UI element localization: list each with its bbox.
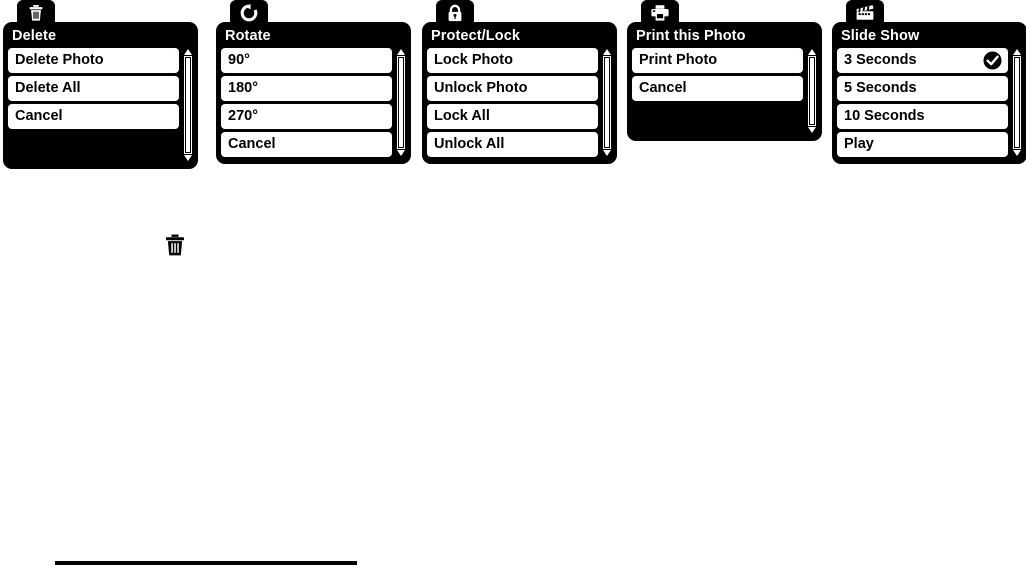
- menu-item[interactable]: Unlock All: [427, 132, 598, 157]
- scroll-up-arrow-icon[interactable]: [1013, 49, 1021, 55]
- scrollbar-track[interactable]: [184, 56, 192, 154]
- menu-body-rotate: Rotate 90° 180° 270° Cancel: [216, 22, 411, 164]
- menu-item[interactable]: 270°: [221, 104, 392, 129]
- menu-item-label: 5 Seconds: [844, 80, 917, 96]
- menu-item[interactable]: Lock Photo: [427, 48, 598, 73]
- menu-item-label: Cancel: [639, 80, 687, 96]
- footer-divider: [55, 561, 357, 565]
- menu-item-label: Unlock All: [434, 136, 505, 152]
- menu-item-label: Cancel: [228, 136, 276, 152]
- lock-icon: [444, 4, 466, 22]
- menu-item[interactable]: Delete All: [8, 76, 179, 101]
- menu-item[interactable]: Cancel: [221, 132, 392, 157]
- scroll-up-arrow-icon[interactable]: [397, 49, 405, 55]
- menu-item[interactable]: 180°: [221, 76, 392, 101]
- menu-item[interactable]: Play: [837, 132, 1008, 157]
- menu-empty-space: [632, 104, 803, 134]
- scroll-down-arrow-icon[interactable]: [808, 127, 816, 133]
- trash-icon: [25, 4, 47, 22]
- menu-title-delete: Delete: [12, 28, 57, 44]
- scroll-up-arrow-icon[interactable]: [603, 49, 611, 55]
- menu-tab-rotate[interactable]: [230, 0, 268, 26]
- rotate-icon: [238, 4, 260, 22]
- scrollbar-track[interactable]: [808, 56, 816, 126]
- scroll-down-arrow-icon[interactable]: [603, 150, 611, 156]
- menu-item-label: 270°: [228, 108, 258, 124]
- scroll-down-arrow-icon[interactable]: [397, 150, 405, 156]
- menu-item[interactable]: Delete Photo: [8, 48, 179, 73]
- menu-scrollbar-rotate[interactable]: [396, 48, 406, 157]
- scrollbar-thumb[interactable]: [1014, 57, 1020, 148]
- menu-item-label: Lock All: [434, 108, 490, 124]
- menu-item-label: Delete All: [15, 80, 81, 96]
- menu-item-list-rotate: 90° 180° 270° Cancel: [221, 48, 392, 157]
- trash-icon: [165, 234, 185, 261]
- menu-item[interactable]: Cancel: [8, 104, 179, 129]
- menu-title-rotate: Rotate: [225, 28, 271, 44]
- scrollbar-track[interactable]: [1013, 56, 1021, 149]
- menu-item-label: 90°: [228, 52, 250, 68]
- menu-tab-delete[interactable]: [17, 0, 55, 26]
- menu-inner-rotate: 90° 180° 270° Cancel: [221, 48, 406, 157]
- scrollbar-track[interactable]: [603, 56, 611, 149]
- menu-item[interactable]: 5 Seconds: [837, 76, 1008, 101]
- clapperboard-icon: [854, 4, 876, 22]
- menu-item-label: Lock Photo: [434, 52, 513, 68]
- menu-item-label: 180°: [228, 80, 258, 96]
- menu-title-print-this-photo: Print this Photo: [636, 28, 746, 44]
- scrollbar-track[interactable]: [397, 56, 405, 149]
- menu-scrollbar-print-this-photo[interactable]: [807, 48, 817, 134]
- scroll-down-arrow-icon[interactable]: [184, 155, 192, 161]
- menu-item[interactable]: 3 Seconds: [837, 48, 1008, 73]
- menu-item-label: 3 Seconds: [844, 52, 917, 68]
- menu-item[interactable]: 10 Seconds: [837, 104, 1008, 129]
- menu-item[interactable]: Lock All: [427, 104, 598, 129]
- scroll-down-arrow-icon[interactable]: [1013, 150, 1021, 156]
- menu-empty-space: [8, 132, 179, 162]
- menu-item[interactable]: Unlock Photo: [427, 76, 598, 101]
- scrollbar-thumb[interactable]: [604, 57, 610, 148]
- scroll-up-arrow-icon[interactable]: [808, 49, 816, 55]
- menu-item-label: 10 Seconds: [844, 108, 925, 124]
- menu-scrollbar-slide-show[interactable]: [1012, 48, 1022, 157]
- menu-item[interactable]: Print Photo: [632, 48, 803, 73]
- checkmark-icon: [983, 51, 1002, 70]
- menu-tab-protect-lock[interactable]: [436, 0, 474, 26]
- menu-item-label: Unlock Photo: [434, 80, 528, 96]
- menu-tab-print-this-photo[interactable]: [641, 0, 679, 26]
- scrollbar-thumb[interactable]: [185, 57, 191, 153]
- menu-item-label: Delete Photo: [15, 52, 104, 68]
- menu-title-slide-show: Slide Show: [841, 28, 920, 44]
- menu-title-protect-lock: Protect/Lock: [431, 28, 521, 44]
- menu-tab-slide-show[interactable]: [846, 0, 884, 26]
- menu-item-label: Print Photo: [639, 52, 718, 68]
- menu-scrollbar-protect-lock[interactable]: [602, 48, 612, 157]
- scroll-up-arrow-icon[interactable]: [184, 49, 192, 55]
- menu-item-label: Cancel: [15, 108, 63, 124]
- menu-scrollbar-delete[interactable]: [183, 48, 193, 162]
- menu-item[interactable]: Cancel: [632, 76, 803, 101]
- menu-item-label: Play: [844, 136, 874, 152]
- scrollbar-thumb[interactable]: [809, 57, 815, 125]
- menu-item[interactable]: 90°: [221, 48, 392, 73]
- printer-icon: [649, 4, 671, 22]
- scrollbar-thumb[interactable]: [398, 57, 404, 148]
